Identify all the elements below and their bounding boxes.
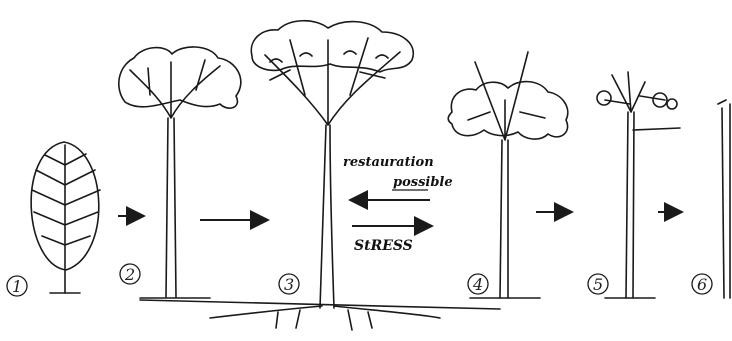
stage-5-senescent-tree [597,72,680,298]
stage-1-leaf [31,142,100,293]
restoration-label-line2: possible [393,175,453,190]
stage-number-5: 5 [588,274,608,294]
stage-number-6: 6 [692,274,712,294]
svg-text:1: 1 [12,277,22,296]
svg-text:4: 4 [472,275,483,294]
stage-number-4: 4 [468,274,488,294]
forward-arrows [118,212,680,226]
stage-number-1: 1 [7,276,27,296]
stress-label: StRESS [354,238,413,254]
stage-2-young-tree [119,47,241,298]
stage-number-2: 2 [120,264,140,284]
svg-text:5: 5 [593,275,603,294]
stage-4-declining-tree [448,52,568,298]
restoration-label-line1: restauration [343,155,434,170]
svg-text:2: 2 [124,265,135,284]
svg-text:6: 6 [697,275,707,294]
svg-text:3: 3 [284,275,294,294]
stage-6-dead-trunk [718,100,730,298]
stage-number-3: 3 [279,274,299,294]
